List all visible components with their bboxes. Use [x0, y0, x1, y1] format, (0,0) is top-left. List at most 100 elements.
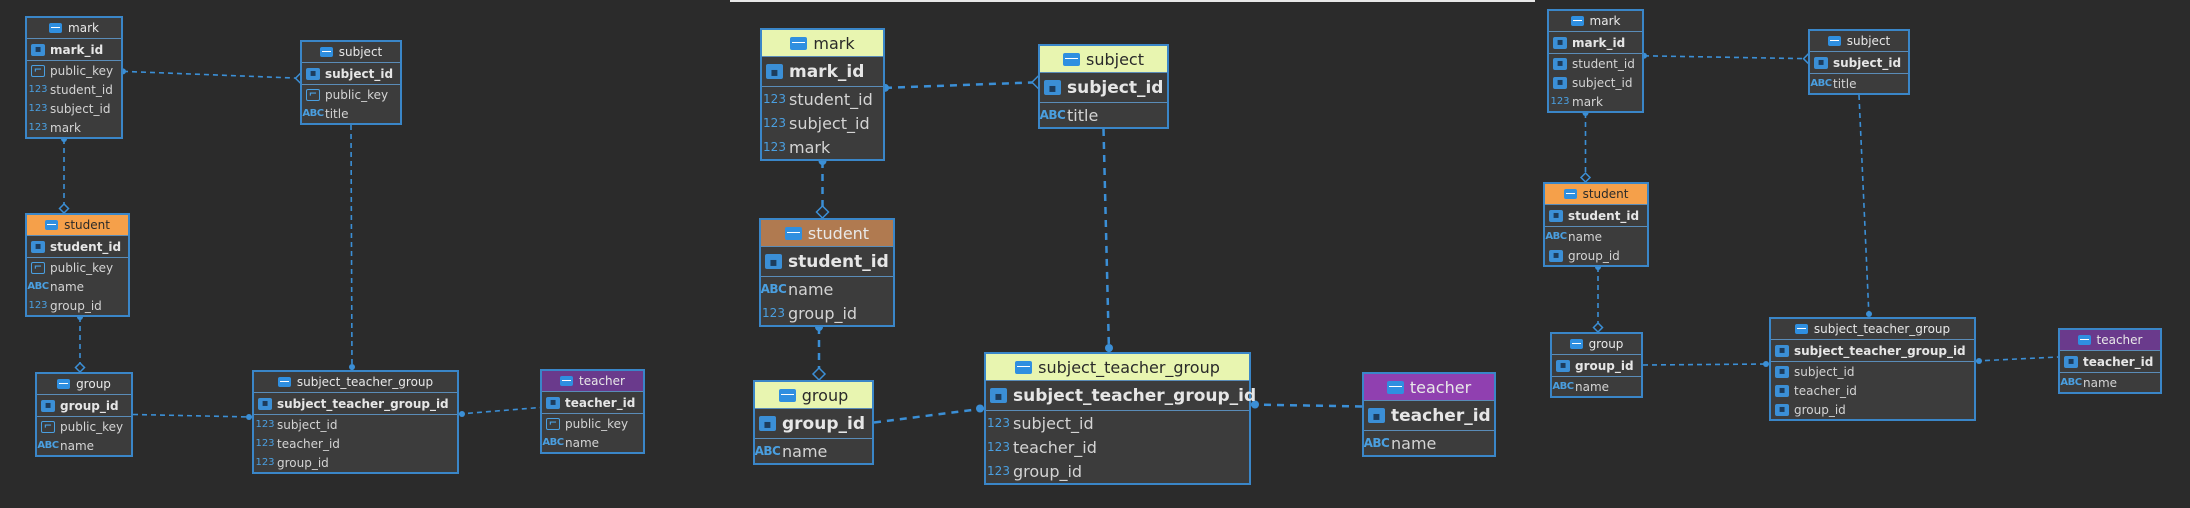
table-icon: [1794, 324, 1808, 334]
primary-key-column[interactable]: ▪student_id: [1545, 205, 1647, 227]
table-column[interactable]: ▪group_id: [1545, 246, 1647, 265]
table-header[interactable]: teacher: [542, 371, 643, 392]
primary-key-column[interactable]: ▪subject_teacher_group_id: [1771, 340, 1974, 362]
table-header[interactable]: student: [1545, 184, 1647, 205]
column-name: subject_teacher_group_id: [277, 396, 449, 411]
column-name: teacher_id: [565, 395, 636, 410]
primary-key-icon: ▪: [2064, 355, 2078, 368]
table-header[interactable]: student: [27, 215, 128, 236]
primary-key-column[interactable]: ▪subject_teacher_group_id: [986, 381, 1256, 411]
table-header[interactable]: student: [761, 220, 893, 247]
primary-key-column[interactable]: ▪mark_id: [1549, 32, 1642, 54]
primary-key-column[interactable]: ▪mark_id: [762, 57, 883, 87]
primary-key-column[interactable]: ▪student_id: [27, 236, 128, 258]
primary-key-column[interactable]: ▪mark_id: [27, 39, 121, 61]
column-name: subject_id: [1013, 413, 1094, 433]
number-icon: 123: [255, 457, 275, 468]
table-header[interactable]: mark: [27, 18, 121, 39]
table-header[interactable]: subject_teacher_group: [986, 354, 1249, 381]
primary-key-column[interactable]: ▪group_id: [755, 409, 872, 439]
table-header[interactable]: subject: [302, 42, 400, 63]
table-header[interactable]: mark: [762, 30, 883, 57]
table-subject-teacher-group[interactable]: subject_teacher_group▪subject_teacher_gr…: [252, 370, 459, 474]
table-header[interactable]: group: [755, 382, 872, 409]
table-column[interactable]: ▪subject_id: [1549, 73, 1642, 92]
table-subject-teacher-group[interactable]: subject_teacher_group▪subject_teacher_gr…: [1769, 317, 1976, 421]
primary-key-column[interactable]: ▪group_id: [1552, 355, 1641, 377]
primary-key-column[interactable]: ▪subject_id: [302, 63, 400, 85]
table-header[interactable]: teacher: [1364, 374, 1494, 401]
column-name: mark: [50, 120, 81, 135]
primary-key-column[interactable]: ▪subject_id: [1040, 73, 1167, 103]
table-column[interactable]: ▪group_id: [1771, 400, 1974, 419]
table-column[interactable]: ⌐public_key: [27, 258, 128, 277]
primary-key-column[interactable]: ▪student_id: [761, 247, 893, 277]
table-header[interactable]: group: [37, 374, 131, 395]
table-header[interactable]: subject: [1040, 46, 1167, 73]
primary-key-column[interactable]: ▪subject_teacher_group_id: [254, 393, 457, 415]
primary-key-column[interactable]: ▪teacher_id: [542, 392, 643, 414]
table-column[interactable]: ⌐public_key: [37, 417, 131, 436]
primary-key-column[interactable]: ▪teacher_id: [2060, 351, 2160, 373]
table-column[interactable]: ▪subject_id: [1771, 362, 1974, 381]
table-column[interactable]: ▪teacher_id: [1771, 381, 1974, 400]
table-header[interactable]: group: [1552, 334, 1641, 355]
table-subject-teacher-group[interactable]: subject_teacher_group▪subject_teacher_gr…: [984, 352, 1256, 485]
primary-key-column[interactable]: ▪group_id: [37, 395, 131, 417]
table-header[interactable]: teacher: [2060, 330, 2160, 351]
table-header[interactable]: mark: [1549, 11, 1642, 32]
table-header[interactable]: subject: [1810, 31, 1908, 52]
primary-key-column[interactable]: ▪teacher_id: [1364, 401, 1494, 431]
table-column[interactable]: ▪student_id: [1549, 54, 1642, 73]
primary-key-column[interactable]: ▪subject_id: [1810, 52, 1908, 74]
table-column[interactable]: ⌐public_key: [302, 85, 400, 104]
table-column[interactable]: ⌐public_key: [542, 414, 643, 433]
table-header[interactable]: subject_teacher_group: [1771, 319, 1974, 340]
table-header[interactable]: subject_teacher_group: [254, 372, 457, 393]
column-name: teacher_id: [1794, 383, 1857, 398]
table-column[interactable]: ⌐public_key: [27, 61, 121, 80]
